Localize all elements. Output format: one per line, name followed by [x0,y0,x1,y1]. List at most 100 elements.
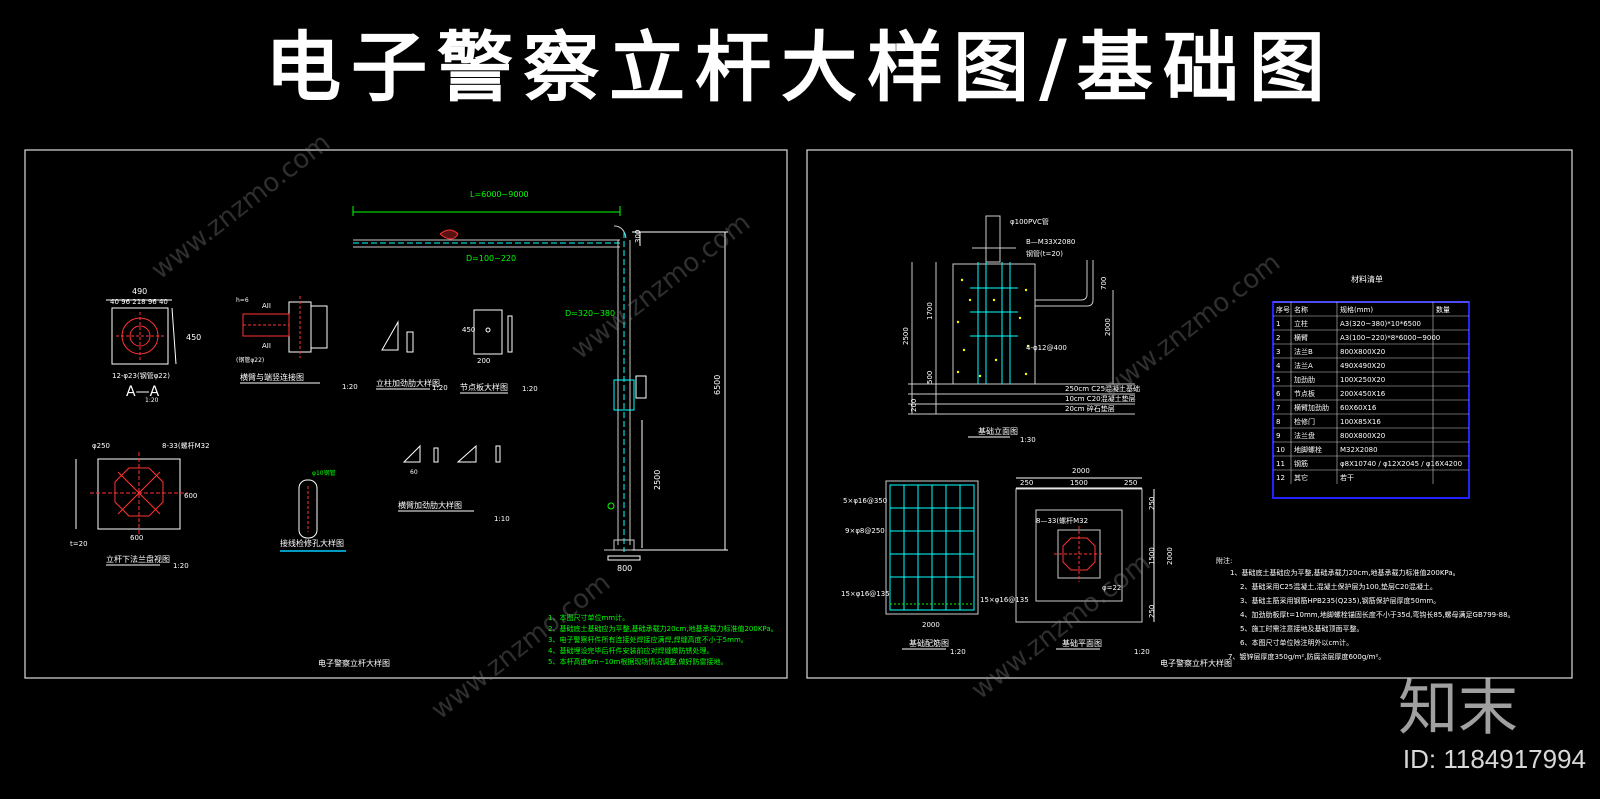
arm-rib-view [402,444,501,463]
elev-dim-2000: 2000 [1104,318,1112,336]
concrete-dots [956,278,1030,378]
dim-300: 300 [634,230,642,243]
rebar-note-3: 15×φ16@135 [841,590,890,598]
table-cell: 立柱 [1294,319,1308,328]
table-cell: A3(320~380)*10*6500 [1340,320,1421,328]
elev-dim-1700: 1700 [926,302,934,320]
flange-label: 立杆下法兰盘视图 [106,554,170,564]
svg-text:450: 450 [462,326,475,334]
aa-plate-view [106,299,177,365]
svg-text:200: 200 [477,357,490,365]
table-cell: 5 [1276,376,1280,384]
table-cell: 8 [1276,418,1280,426]
right-sheet-border [806,149,1573,679]
right-note-4: 4、加劲肋板厚t=10mm,地脚螺栓锚固长度不小于35d,弯钩长85,螺母满足G… [1240,610,1515,619]
hole-label: 接线检修孔大样图 [280,538,344,548]
table-cell: 法兰A [1294,361,1313,370]
plan-label: 基础平面图 [1062,638,1102,648]
table-cell: 100X85X16 [1340,418,1381,426]
elev-note-3: 钢管(t=20) [1026,249,1063,258]
rebar-label: 基础配筋图 [909,638,949,648]
svg-text:www.znzmo.com: www.znzmo.com [146,128,336,286]
svg-text:www.znzmo.com: www.znzmo.com [966,548,1156,706]
watermark-id: ID: 1184917994 [1402,744,1586,774]
elev-note-4: 4-φ12@400 [1026,344,1067,352]
left-note-1: 1、本图尺寸单位mm计。 [548,613,629,622]
plan-dim-2000: 2000 [1072,467,1090,475]
left-note-2: 2、基础底土基础应为平整,基础承载力20cm,地基承载力标准值200KPa。 [548,624,778,633]
flange-w250: φ250 [92,442,110,450]
left-sheet-name: 电子警察立杆大样图 [318,658,390,668]
svg-text:AII: AII [262,302,271,310]
layer-1: 250cm C25混凝土基础 [1065,384,1140,393]
plan-dim-250a: 250 [1020,479,1033,487]
svg-text:www.znzmo.com: www.znzmo.com [566,208,756,366]
rib-scale: 1:20 [432,384,448,392]
table-cell: 横臂加劲肋 [1294,403,1329,412]
arm-joint-scale: 1:20 [342,383,358,391]
elev-scale: 1:30 [1020,436,1036,444]
dim-arm-length: L=6000~9000 [470,190,529,199]
arm-rib-scale: 1:10 [494,515,510,523]
table-cell: 节点板 [1294,389,1315,398]
table-cell: 2 [1276,334,1280,342]
right-sheet-name: 电子警察立杆大样图 [1160,658,1232,668]
plan-phi: φ=22 [1102,584,1121,592]
table-header-cell: 规格(mm) [1340,305,1373,314]
right-note-1: 1、基础底土基础应为平整,基础承载力20cm,地基承载力标准值200KPa。 [1230,568,1460,577]
table-header-cell: 名称 [1294,305,1308,314]
flange-h600: 600 [184,492,197,500]
plan-v-250b: 250 [1148,605,1156,618]
dim-2500: 2500 [653,470,662,490]
aa-w490: 490 [132,287,147,296]
hole-view [298,479,318,539]
table-cell: 60X60X16 [1340,404,1377,412]
table-cell: 100X250X20 [1340,376,1385,384]
table-header-cell: 数量 [1436,305,1450,314]
table-cell: M32X2080 [1340,446,1378,454]
rebar-note-2: 9×φ8@250 [845,527,885,535]
table-cell: 地脚螺栓 [1294,445,1322,454]
page-title: 电子警察立杆大样图/基础图 [265,23,1335,112]
rib-label: 立柱加劲肋大样图 [376,378,440,388]
table-cell: 490X490X20 [1340,362,1385,370]
right-note-2: 2、基础采用C25混凝土,混凝土保护层为100,垫层C20混凝土。 [1240,582,1437,591]
plan-dim-1500: 1500 [1070,479,1088,487]
aa-label: A—A [126,384,160,400]
dim-pole-dia: D=320~380 [565,309,615,318]
layer-2: 10cm C20混凝土垫层 [1065,394,1136,403]
table-cell: 11 [1276,460,1285,468]
flange-bolt: 8-33(螺杆M32 [162,441,210,450]
plate-label: 节点板大样图 [460,382,508,392]
elev-dim-700: 700 [1100,277,1108,290]
table-cell: A3(100~220)*8*6000~9000 [1340,334,1440,342]
elev-label: 基础立面图 [978,426,1018,436]
foundation-elevation [908,215,1135,415]
table-cell: 800X800X20 [1340,348,1385,356]
aa-h450: 450 [186,333,201,342]
table-cell: 加劲肋 [1294,375,1315,384]
plate-scale: 1:20 [522,385,538,393]
aa-segs: 40 96 218 96 40 [110,298,168,306]
right-note-3: 3、基础主筋采用钢筋HPB235(Q235),钢筋保护层厚度50mm。 [1240,596,1440,605]
left-note-5: 5、本杆高度6m~10m根据现场情况调整,做好防雷接地。 [548,657,728,666]
arm-rib-label: 横臂加劲肋大样图 [398,500,462,510]
svg-text:h=6: h=6 [236,297,249,304]
table-title: 材料清单 [1351,274,1383,284]
right-note-6: 6、本图尺寸单位除注明外以cm计。 [1240,638,1353,647]
table-cell: 法兰盘 [1294,431,1315,440]
rebar-section [885,480,979,615]
left-sheet-border [24,149,788,679]
pole-elevation [352,206,728,561]
plan-v-1500: 1500 [1148,547,1156,565]
plan-scale: 1:20 [1134,648,1150,656]
table-cell: 200X450X16 [1340,390,1386,398]
right-note-7: 7、镀锌层厚度350g/m²,防腐涂层厚度600g/m²。 [1228,652,1385,661]
plan-v-250a: 250 [1148,497,1156,510]
flange-t20: t=20 [70,540,88,548]
rebar-scale: 1:20 [950,648,966,656]
plan-dim-250b: 250 [1124,479,1137,487]
table-cell: 3 [1276,348,1280,356]
elev-dim-2500: 2500 [902,327,910,345]
